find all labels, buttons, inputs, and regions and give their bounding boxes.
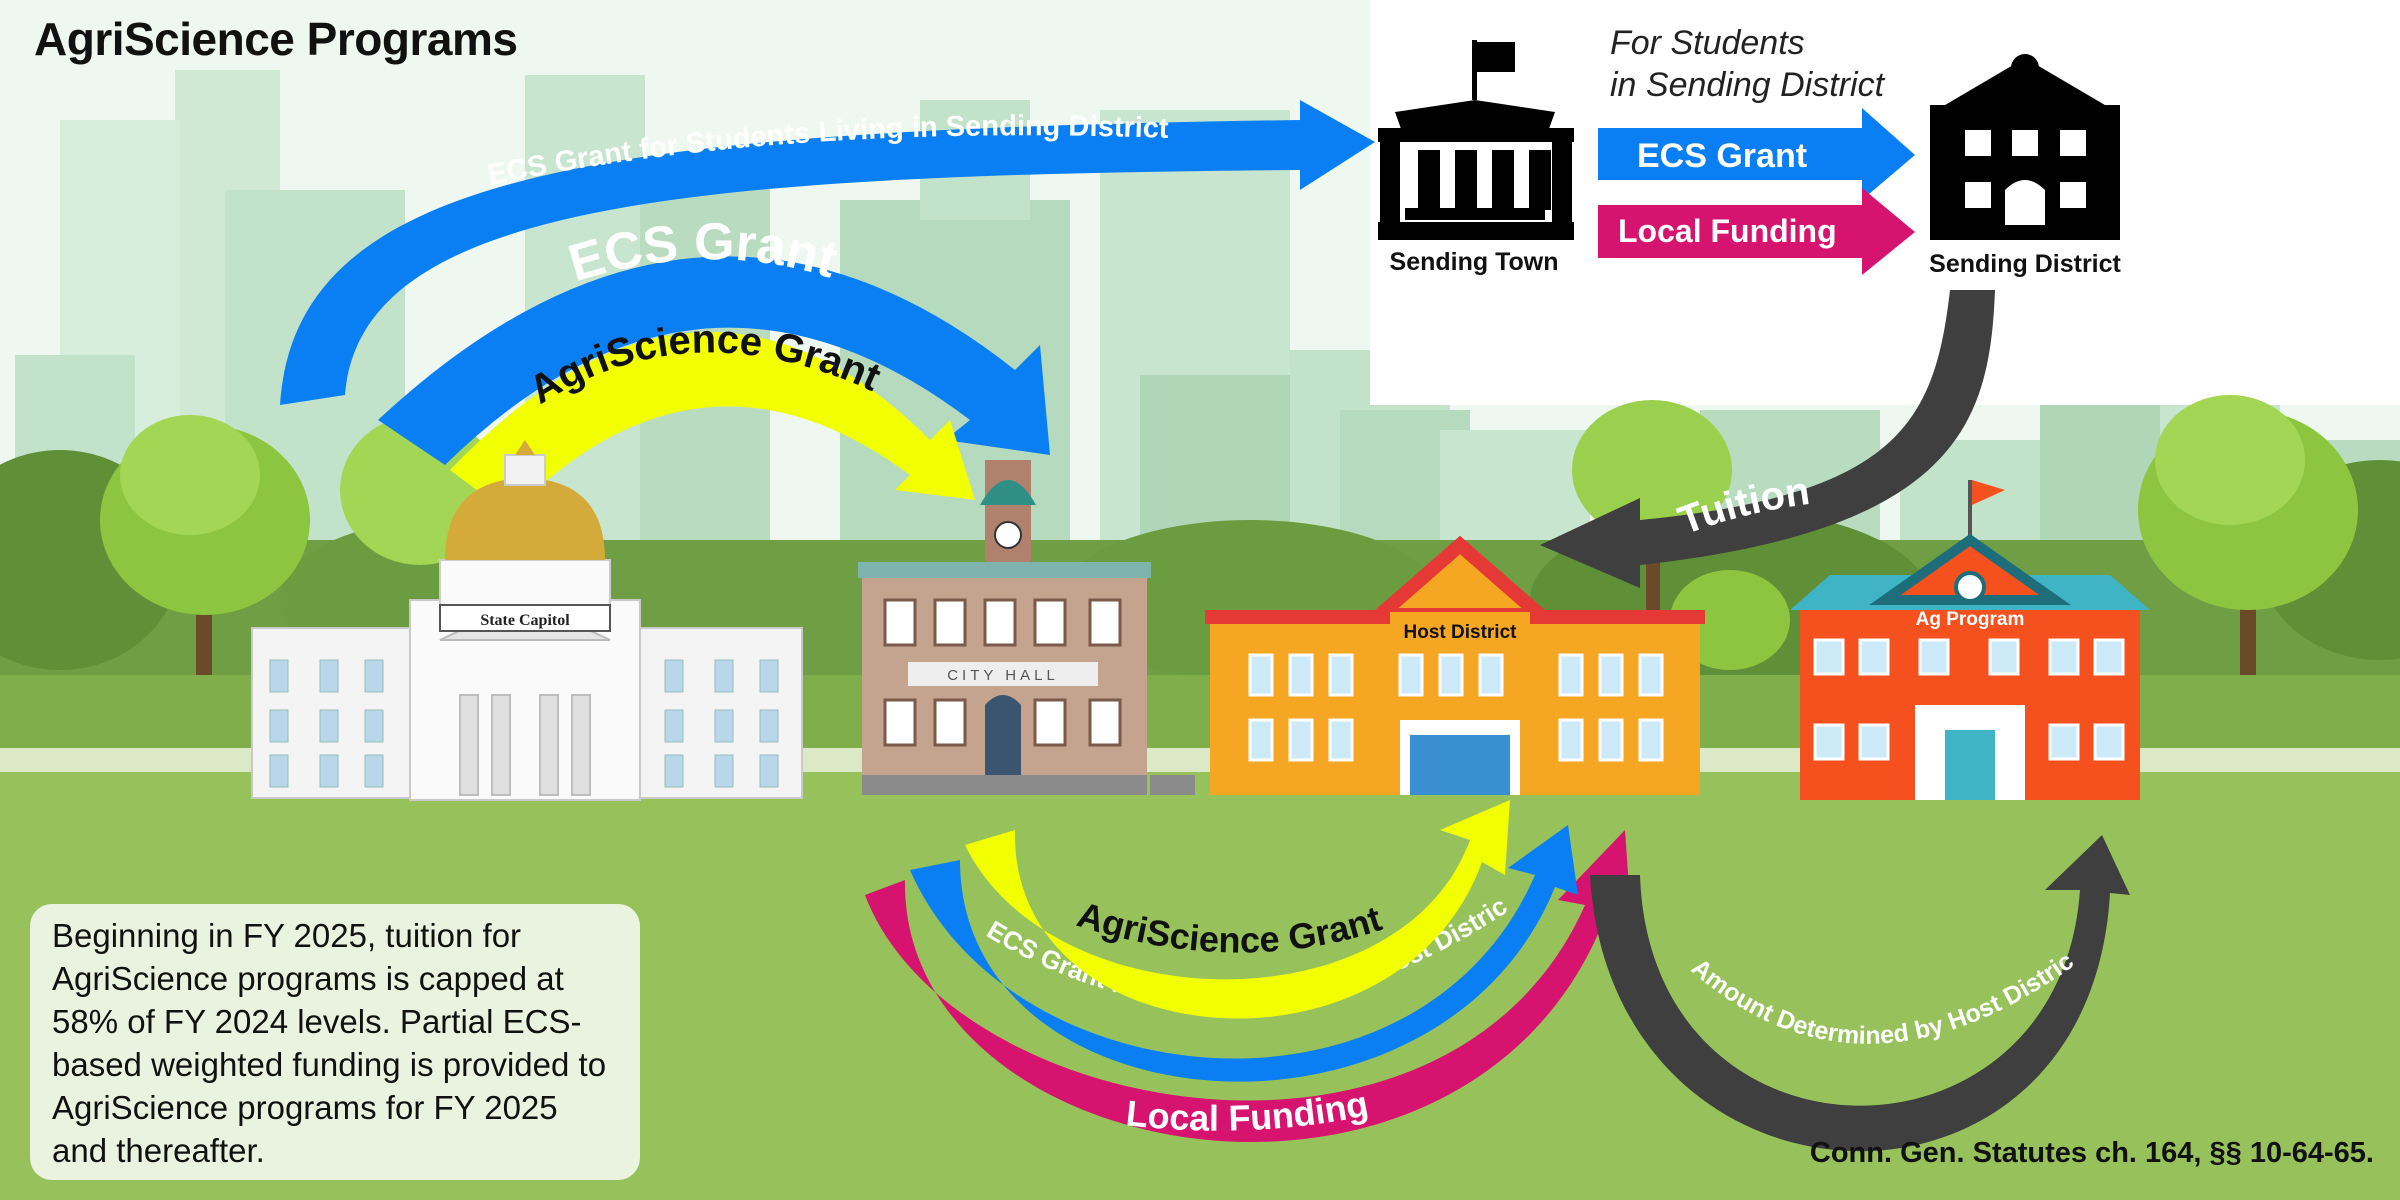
citation: Conn. Gen. Statutes ch. 164, §§ 10-64-65…	[1809, 1137, 2374, 1169]
sending-town-label: Sending Town	[1390, 248, 1559, 276]
ecs-grant-pill-arrow	[1598, 108, 1915, 200]
amount-determined-arrow	[1590, 835, 2130, 1152]
sending-district-label: Sending District	[1929, 250, 2121, 278]
ecs-sending-district-arrow	[280, 100, 1375, 405]
city-hall: CITY HALL	[858, 460, 1195, 795]
host-district-school: Host District	[1205, 535, 1705, 795]
local-funding-pill-label: Local Funding	[1618, 213, 1837, 249]
ag-program-sign: Ag Program	[1916, 609, 2025, 630]
ecs-grant-upper-arrow	[378, 256, 1050, 465]
state-capitol-sign: State Capitol	[480, 612, 570, 629]
city-hall-sign: CITY HALL	[947, 667, 1059, 684]
agriscience-grant-lower-arrow	[965, 800, 1510, 1019]
agriscience-grant-upper-arrow	[450, 332, 975, 515]
tuition-arrow	[1540, 290, 1995, 588]
info-note: Beginning in FY 2025, tuition for AgriSc…	[30, 904, 640, 1180]
page-title: AgriScience Programs	[34, 13, 518, 65]
ag-program-school: Ag Program	[1790, 480, 2150, 800]
for-students-line-1: For Students	[1610, 24, 1805, 62]
sending-district-icon	[1930, 54, 2120, 240]
for-students-caption: For Students in Sending District	[1610, 22, 1884, 106]
for-students-line-2: in Sending District	[1610, 66, 1885, 104]
ecs-host-district-arrow	[910, 825, 1578, 1082]
local-funding-pill-arrow	[1598, 188, 1915, 275]
host-district-sign: Host District	[1404, 622, 1518, 643]
ecs-grant-pill-label: ECS Grant	[1637, 137, 1807, 175]
local-funding-lower-arrow	[865, 830, 1632, 1142]
sending-town-icon	[1378, 40, 1574, 240]
state-capitol: State Capitol	[251, 440, 803, 801]
